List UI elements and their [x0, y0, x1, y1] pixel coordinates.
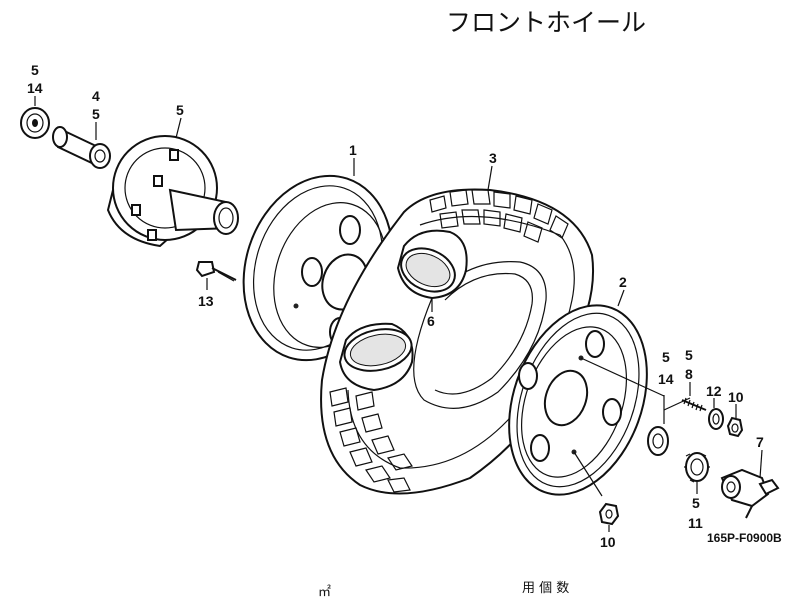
callout-hub: 5: [176, 102, 184, 118]
callout-collar-left-b: 5: [92, 106, 100, 122]
callout-rim-inner: 2: [619, 274, 627, 290]
bolt: [195, 261, 237, 282]
callout-nut-right: 10: [728, 389, 744, 405]
callout-rim-outer: 1: [349, 142, 357, 158]
callout-stud-b: 8: [685, 366, 693, 382]
speedometer-gearbox: [720, 468, 780, 519]
callout-bearing-left-b: 14: [27, 80, 43, 96]
footer-right: 用 個 数: [522, 581, 569, 596]
callout-washer: 12: [706, 383, 722, 399]
hub: [106, 135, 239, 248]
gear-ring: [684, 452, 710, 483]
callout-gear-ring-b: 11: [688, 515, 703, 531]
collar-left: [52, 126, 111, 169]
bearing-left: [20, 107, 50, 139]
diagram-title: フロントホイール: [446, 8, 646, 37]
callout-bearing-left-a: 5: [31, 62, 39, 78]
drawing-code: 165P-F0900B: [707, 531, 782, 545]
footer-left: ㎡: [318, 585, 331, 600]
washer: [708, 408, 724, 430]
callout-tire: 3: [489, 150, 497, 166]
callout-nut-bottom: 10: [600, 534, 616, 550]
stud: [681, 397, 707, 412]
tube: [338, 229, 468, 392]
callout-bearing-right-b: 14: [658, 371, 674, 387]
callout-bearing-right-a: 5: [662, 349, 670, 365]
rim-inner: [508, 304, 648, 496]
callout-gear-ring-a: 5: [692, 495, 700, 511]
nut-bottom: [598, 502, 620, 526]
nut-right: [726, 416, 744, 438]
callout-speedo-gear: 7: [756, 434, 764, 450]
callout-tube: 6: [427, 313, 435, 329]
callout-stud-a: 5: [685, 347, 693, 363]
callout-collar-left-a: 4: [92, 88, 100, 104]
bearing-right: [647, 426, 669, 456]
callout-bolt: 13: [198, 293, 214, 309]
